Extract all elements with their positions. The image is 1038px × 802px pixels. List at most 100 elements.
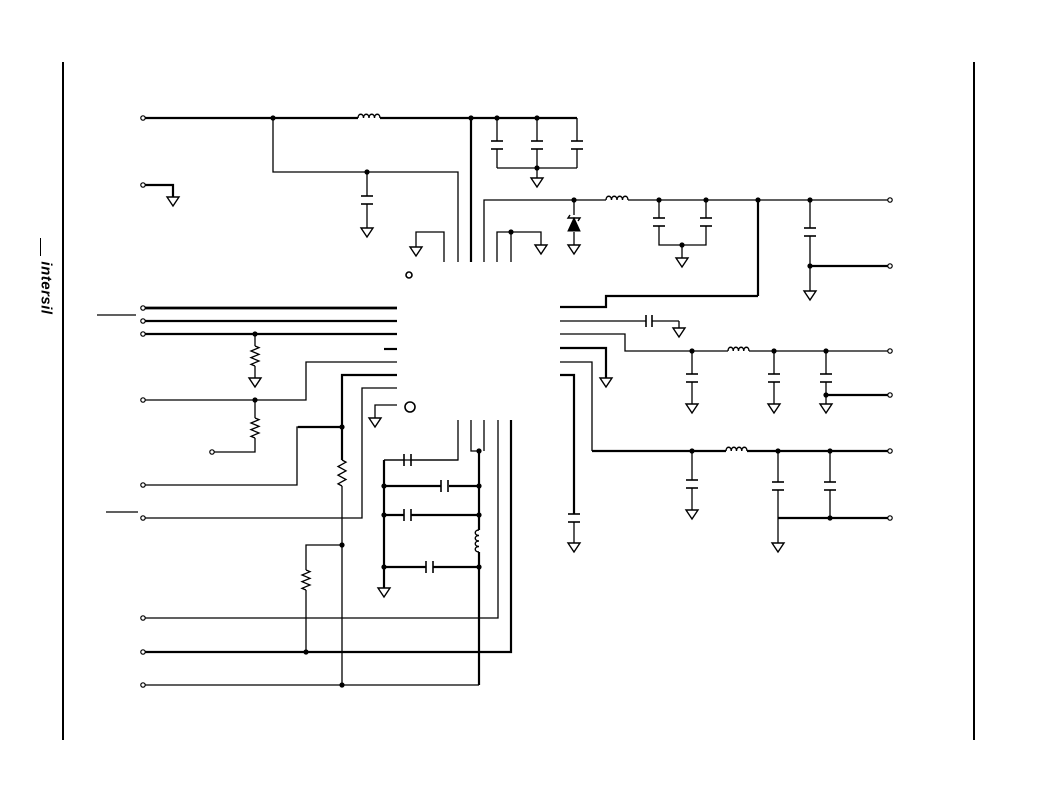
ground-icon: [367, 417, 383, 429]
right-frame-line: [973, 62, 975, 740]
components: [140, 113, 893, 688]
junction-dot: [381, 512, 387, 518]
terminal-pad: [140, 682, 146, 688]
terminal-pad: [140, 115, 146, 121]
junction-dot: [381, 564, 387, 570]
junction-dot: [689, 348, 695, 354]
ground-icon: [818, 403, 834, 415]
ground-icon: [247, 377, 263, 389]
capacitor-icon: [361, 195, 373, 205]
junction-dot: [339, 542, 345, 548]
junction-dot: [534, 115, 540, 121]
junction-dot: [827, 448, 833, 454]
capacitor-icon: [491, 140, 503, 150]
terminal-pad: [887, 515, 893, 521]
capacitor-icon: [768, 373, 780, 383]
controller-ic: [397, 262, 560, 420]
terminal-pad: [887, 348, 893, 354]
ground-icon: [802, 290, 818, 302]
resistor-icon: [336, 459, 348, 487]
junction-dot: [381, 483, 387, 489]
terminal-pad: [887, 392, 893, 398]
junction-dot: [476, 483, 482, 489]
terminal-pad: [140, 331, 146, 337]
capacitor-icon: [403, 454, 412, 466]
inductor-icon: [605, 195, 629, 201]
junction-dot: [823, 392, 829, 398]
inductor-icon: [725, 446, 748, 452]
terminal-pad: [140, 482, 146, 488]
left-frame-line: [62, 62, 64, 740]
terminal-pad: [140, 649, 146, 655]
ground-icon: [529, 177, 545, 189]
junction-dot: [656, 197, 662, 203]
ground-icon: [359, 227, 375, 239]
capacitor-icon: [425, 561, 434, 573]
junction-dot: [468, 115, 474, 121]
resistor-icon: [249, 417, 261, 439]
ground-icon: [684, 403, 700, 415]
junction-dot: [476, 564, 482, 570]
junction-dot: [823, 348, 829, 354]
terminal-pad: [140, 397, 146, 403]
diode-icon: [566, 214, 582, 232]
capacitor-icon: [403, 509, 412, 521]
ground-icon: [566, 244, 582, 256]
junction-dot: [339, 424, 345, 430]
junction-dot: [494, 115, 500, 121]
junction-dot: [339, 682, 345, 688]
junction-dot: [689, 448, 695, 454]
ground-icon: [408, 246, 424, 258]
terminal-pad: [140, 515, 146, 521]
terminal-pad: [887, 197, 893, 203]
junction-dot: [775, 448, 781, 454]
capacitor-icon: [804, 227, 816, 237]
resistor-icon: [249, 345, 261, 367]
junction-dot: [771, 348, 777, 354]
junction-dot: [755, 197, 761, 203]
ground-icon: [684, 509, 700, 521]
terminal-pad: [140, 305, 146, 311]
junction-dot: [807, 263, 813, 269]
junction-dot: [252, 397, 258, 403]
terminal-pad: [140, 182, 146, 188]
inductor-icon: [357, 113, 381, 119]
inductor-icon: [474, 529, 480, 553]
pin1-marker: [405, 271, 413, 279]
junction-dot: [252, 331, 258, 337]
capacitor-icon: [531, 140, 543, 150]
capacitor-icon: [700, 217, 712, 227]
capacitor-icon: [820, 373, 832, 383]
terminal-pad: [140, 615, 146, 621]
capacitor-icon: [686, 479, 698, 489]
junction-dot: [807, 197, 813, 203]
capacitor-icon: [772, 481, 784, 491]
logo-rule: [40, 238, 41, 256]
junction-dot: [571, 197, 577, 203]
junction-dot: [703, 197, 709, 203]
ground-icon: [766, 403, 782, 415]
capacitor-icon: [568, 513, 580, 523]
junction-dot: [534, 165, 540, 171]
capacitor-icon: [571, 140, 583, 150]
resistor-icon: [300, 569, 312, 591]
ground-icon: [671, 327, 687, 339]
orientation-marker: [404, 401, 416, 413]
junction-dot: [303, 649, 309, 655]
ground-icon: [165, 196, 181, 208]
capacitor-icon: [824, 481, 836, 491]
ground-icon: [598, 377, 614, 389]
ground-icon: [376, 587, 392, 599]
terminal-pad: [887, 263, 893, 269]
junction-dot: [827, 515, 833, 521]
junction-dot: [476, 512, 482, 518]
ground-icon: [533, 244, 549, 256]
terminal-pad: [887, 448, 893, 454]
capacitor-icon: [440, 480, 449, 492]
terminal-pad: [140, 318, 146, 324]
capacitor-icon: [686, 373, 698, 383]
junction-dot: [270, 115, 276, 121]
ground-icon: [566, 542, 582, 554]
